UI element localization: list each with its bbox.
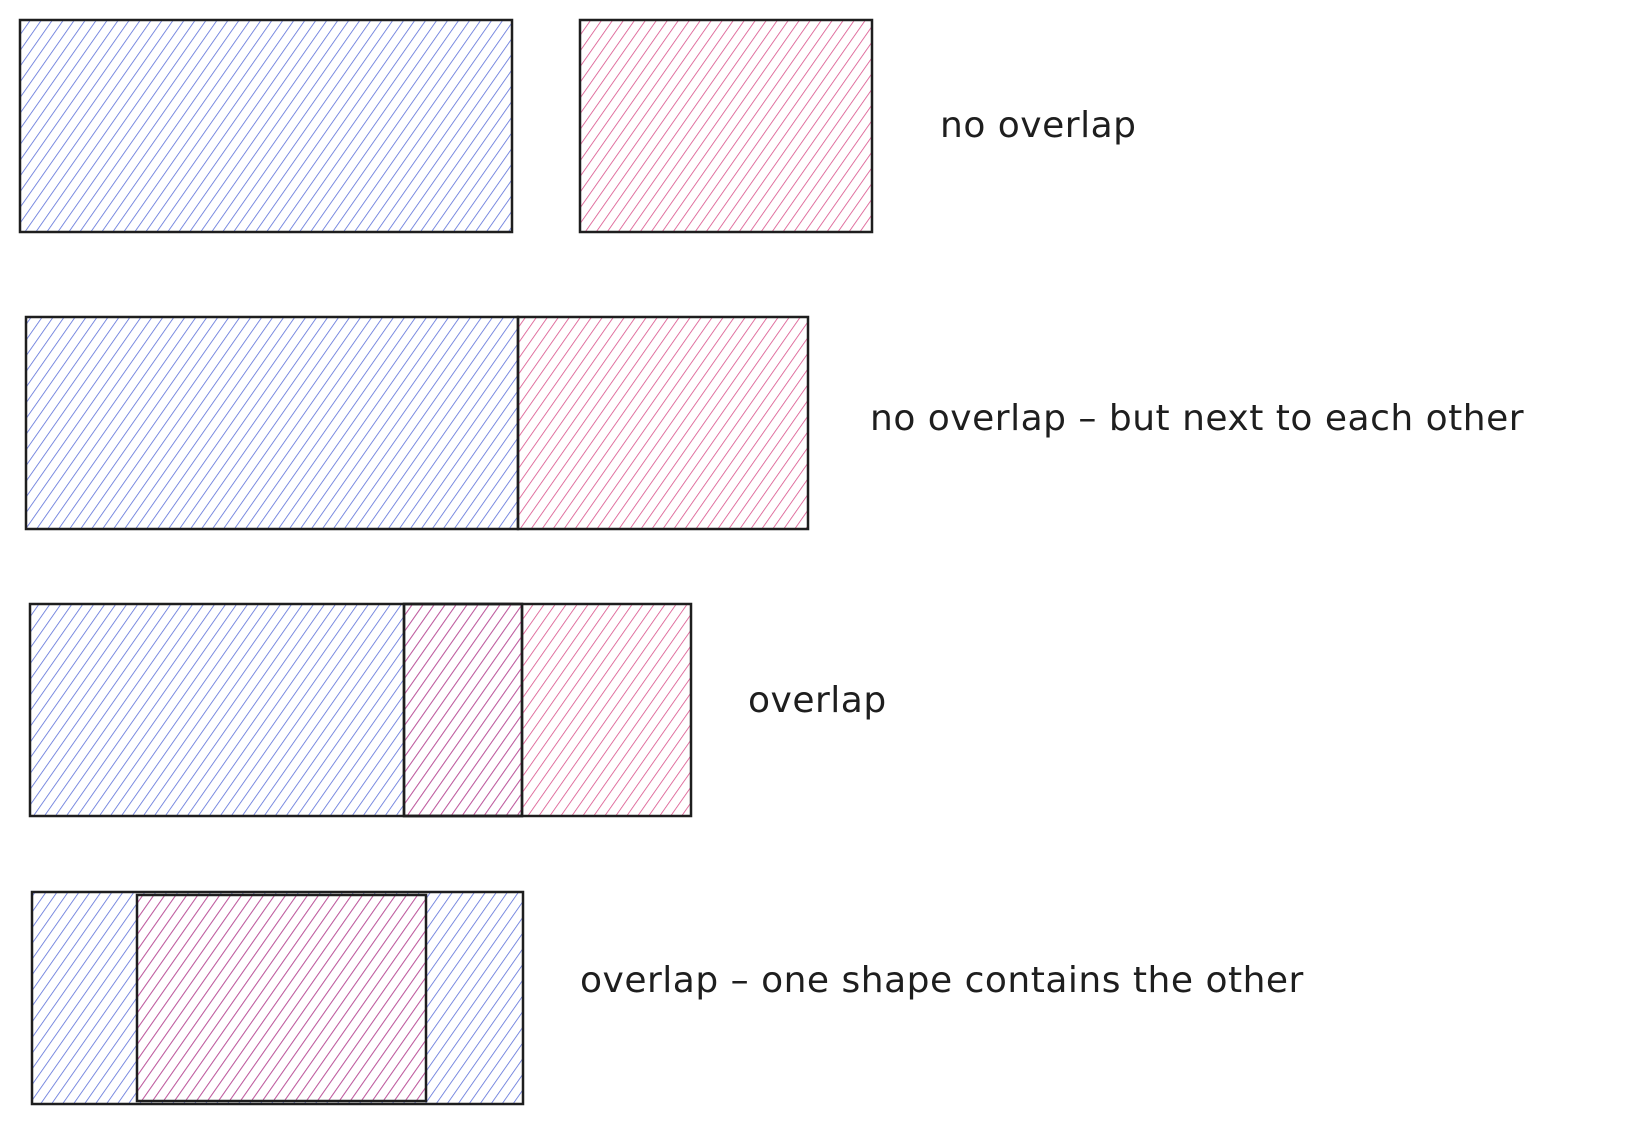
row-2-pink-rect[interactable] [516,315,810,531]
label-contained: overlap – one shape contains the other [580,960,1304,1001]
label-no-overlap: no overlap [940,105,1137,146]
row-1-blue-rect[interactable] [18,18,514,234]
row-3-shapes [28,602,693,818]
row-3-overlap-region [402,602,524,818]
row-1-shapes [18,18,874,234]
row-2-shapes [24,315,810,531]
label-overlap: overlap [748,680,887,721]
row-3-pink-rect[interactable] [402,602,693,818]
row-4-pink-rect[interactable] [135,893,428,1103]
row-4-shapes [30,890,525,1106]
label-adjacent: no overlap – but next to each other [870,398,1525,439]
row-1-pink-rect[interactable] [578,18,874,234]
row-2-blue-rect[interactable] [24,315,520,531]
